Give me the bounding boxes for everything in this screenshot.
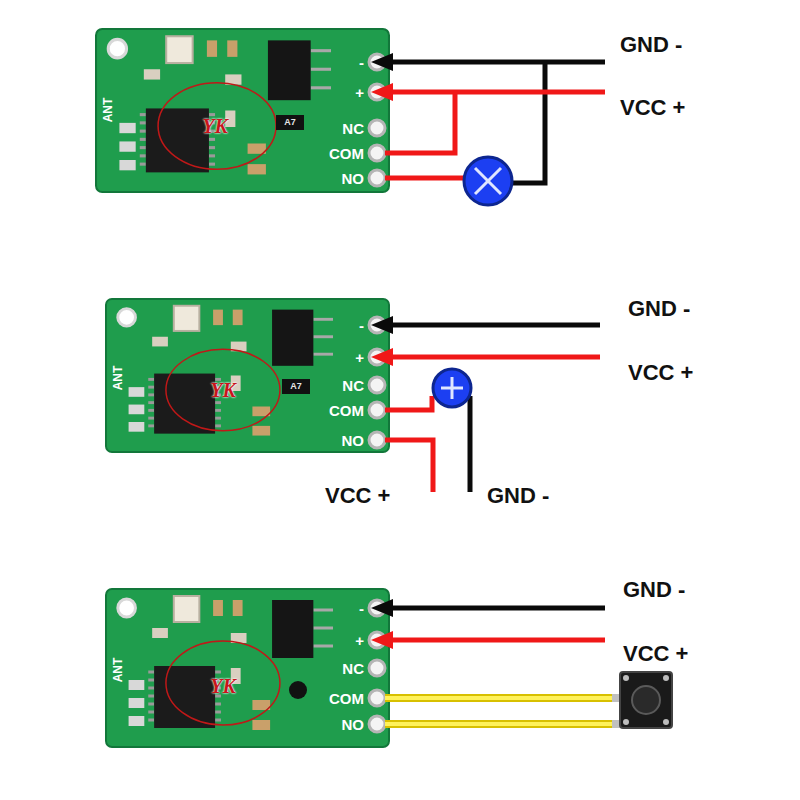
pin-holes (369, 402, 385, 418)
vcc-wire (385, 92, 455, 153)
switch-wire (385, 722, 620, 726)
push-button (632, 686, 660, 714)
wires (385, 62, 620, 724)
pin-label: NO (342, 171, 365, 186)
wire-label: VCC + (620, 95, 685, 121)
lamp-symbol (464, 157, 512, 205)
arrowheads (371, 53, 393, 649)
transistor (289, 681, 307, 699)
pin-label: COM (329, 691, 364, 706)
pin-holes (369, 690, 385, 706)
logo-mark: YK (210, 379, 236, 402)
chip-marking: A7 (284, 117, 296, 127)
lamp-symbol (433, 369, 471, 407)
gnd-wire (392, 60, 605, 65)
arrowheads (371, 53, 393, 71)
antenna-label: ANT (112, 658, 124, 683)
transistor (276, 115, 304, 130)
antenna-label: ANT (112, 366, 124, 391)
wire-label: VCC + (325, 483, 390, 509)
arrowheads (371, 599, 393, 617)
pin-label: NC (342, 661, 364, 676)
pin-label: NC (342, 121, 364, 136)
pin-label: + (355, 350, 364, 365)
relay-board (96, 29, 389, 192)
pin-holes (369, 377, 385, 393)
wire-label: GND - (487, 483, 549, 509)
pin-label: - (359, 55, 364, 70)
wire-label: GND - (620, 32, 682, 58)
load-wire (385, 396, 432, 410)
pin-label: - (359, 318, 364, 333)
gnd-wire (512, 62, 545, 183)
gnd-wire (468, 396, 473, 492)
wire-label: GND - (628, 296, 690, 322)
relay-board (106, 589, 389, 747)
relay-board: ANT - + NC COM NO (95, 28, 390, 193)
vcc-wire (385, 440, 433, 492)
push-button (620, 672, 672, 728)
logo-mark: YK (202, 115, 228, 138)
pin-label: + (355, 85, 364, 100)
vcc-wire (392, 90, 605, 95)
wire-label: VCC + (628, 360, 693, 386)
switch-wire (385, 696, 620, 700)
switch-wire (385, 720, 620, 728)
arrowheads (371, 631, 393, 649)
relay-board: ANT - + NC COM NO (105, 588, 390, 748)
push-button (663, 675, 669, 681)
pin-holes (369, 170, 385, 186)
relay-board: ANT - + NC COM NO (105, 298, 390, 453)
vcc-wire (392, 638, 605, 643)
pin-label: NO (342, 433, 365, 448)
lamp-symbol (475, 168, 501, 194)
pin-holes (369, 145, 385, 161)
pin-holes (369, 716, 385, 732)
pin-holes (369, 432, 385, 448)
push-button (623, 675, 629, 681)
lamp-symbol (464, 157, 512, 205)
lamp-symbol (475, 168, 501, 194)
push-button (612, 672, 672, 728)
pin-label: NC (342, 378, 364, 393)
pin-label: NO (342, 717, 365, 732)
gnd-wire (392, 606, 605, 611)
pin-holes (369, 54, 385, 732)
switch-wire (385, 694, 620, 702)
arrowheads (371, 316, 393, 334)
push-button (623, 719, 629, 725)
load-wire (385, 176, 466, 181)
pin-holes (369, 120, 385, 136)
wire-label: VCC + (623, 641, 688, 667)
pin-label: COM (329, 403, 364, 418)
pin-label: + (355, 633, 364, 648)
pin-label: - (359, 601, 364, 616)
vcc-wire (392, 355, 600, 360)
lamp-symbol (433, 369, 471, 407)
transistor (282, 379, 310, 394)
logo-mark: YK (210, 675, 236, 698)
chip-marking: A7 (290, 381, 302, 391)
pin-label: COM (329, 146, 364, 161)
push-button (663, 719, 669, 725)
arrowheads (371, 83, 393, 101)
arrowheads (371, 348, 393, 366)
pin-holes (369, 660, 385, 676)
antenna-label: ANT (102, 98, 114, 123)
lamp-symbol (451, 377, 454, 399)
relay-board (106, 299, 389, 452)
gnd-wire (392, 323, 600, 328)
wire-label: GND - (623, 577, 685, 603)
